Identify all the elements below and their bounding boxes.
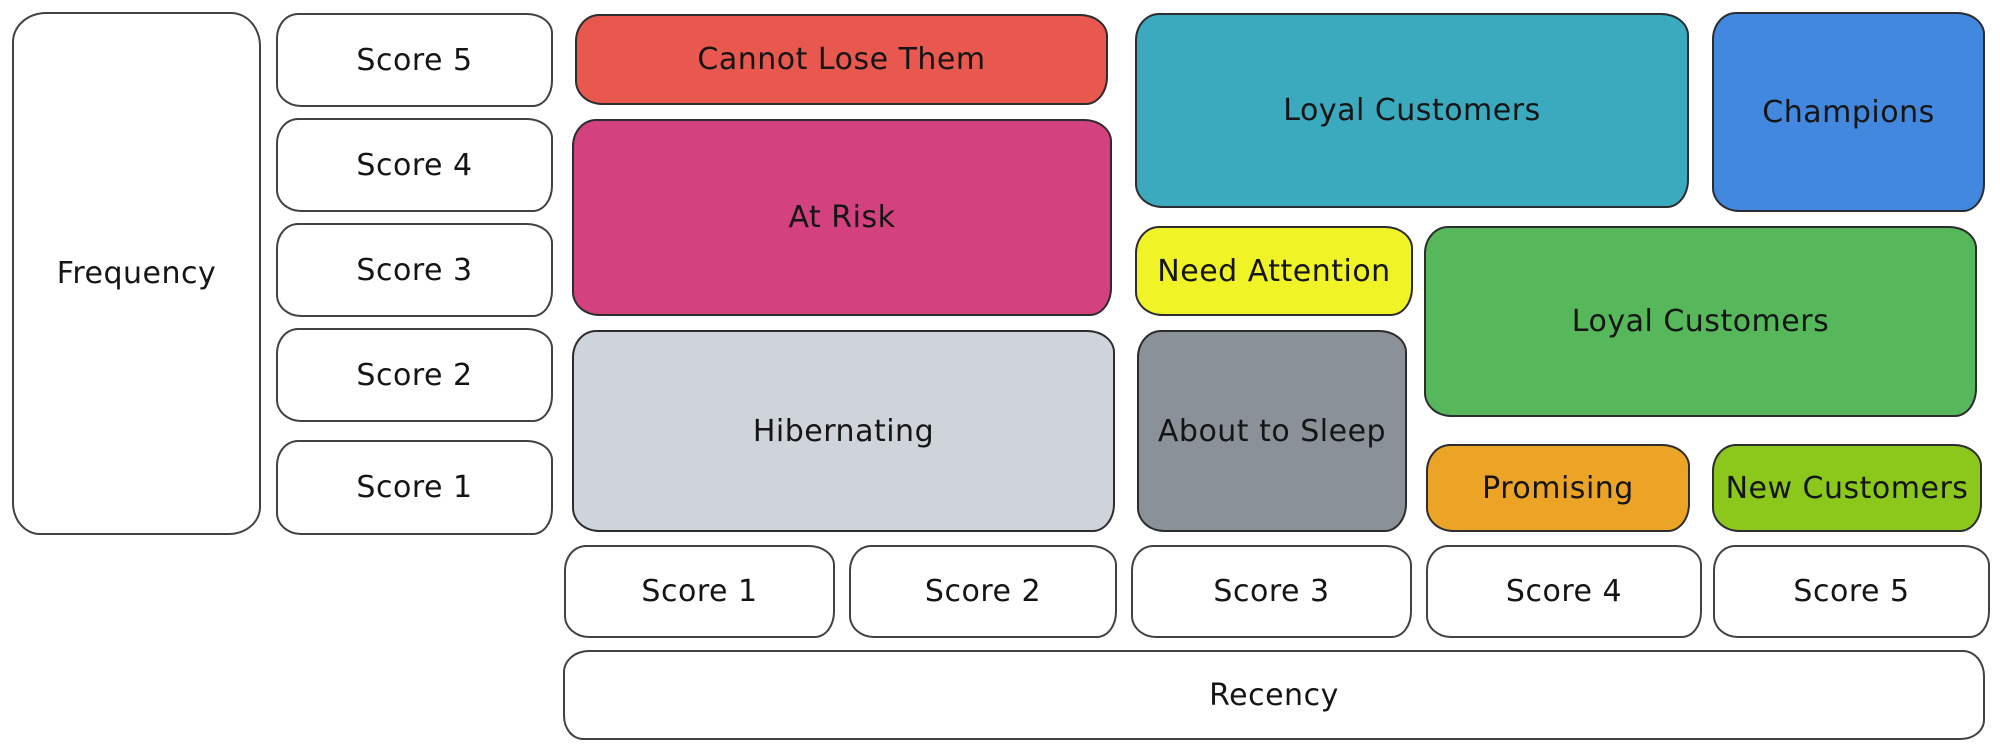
frequency-score-2-box: Score 2 [276, 328, 553, 422]
segment-promising-label: Promising [1482, 470, 1634, 506]
recency-score-5-label: Score 5 [1793, 574, 1910, 609]
segment-promising: Promising [1426, 444, 1690, 532]
recency-score-5-box: Score 5 [1713, 545, 1990, 638]
recency-score-4-label: Score 4 [1505, 574, 1623, 609]
frequency-score-5-box: Score 5 [276, 13, 553, 107]
segment-loyal-customers-right-label: Loyal Customers [1571, 304, 1830, 339]
segment-cannot-lose-them: Cannot Lose Them [575, 14, 1108, 105]
frequency-score-3-label: Score 3 [356, 252, 473, 288]
frequency-axis-box: Frequency [12, 12, 261, 535]
frequency-score-2-label: Score 2 [356, 357, 473, 393]
segment-hibernating-label: Hibernating [752, 413, 935, 449]
recency-score-2-box: Score 2 [849, 545, 1117, 638]
segment-at-risk: At Risk [572, 119, 1112, 316]
recency-score-3-label: Score 3 [1213, 574, 1330, 609]
frequency-score-1-label: Score 1 [356, 470, 473, 505]
frequency-score-1-box: Score 1 [276, 440, 553, 535]
segment-new-customers: New Customers [1712, 444, 1982, 532]
segment-cannot-lose-them-label: Cannot Lose Them [697, 42, 986, 77]
segment-need-attention: Need Attention [1135, 226, 1413, 316]
segment-loyal-customers-top-label: Loyal Customers [1283, 93, 1541, 128]
recency-score-3-box: Score 3 [1131, 545, 1412, 638]
recency-score-1-label: Score 1 [641, 574, 758, 609]
segment-about-to-sleep: About to Sleep [1137, 330, 1407, 532]
recency-score-1-box: Score 1 [564, 545, 835, 638]
segment-need-attention-label: Need Attention [1157, 253, 1391, 289]
segment-hibernating: Hibernating [572, 330, 1115, 532]
recency-axis-box: Recency [563, 650, 1985, 740]
segment-about-to-sleep-label: About to Sleep [1157, 413, 1387, 449]
recency-axis-label: Recency [1209, 677, 1339, 713]
segment-champions: Champions [1712, 12, 1985, 212]
segment-champions-label: Champions [1762, 94, 1935, 130]
segment-at-risk-label: At Risk [788, 200, 896, 235]
frequency-score-4-label: Score 4 [356, 147, 473, 183]
frequency-score-5-label: Score 5 [356, 42, 473, 78]
frequency-score-3-box: Score 3 [276, 223, 553, 317]
recency-score-2-label: Score 2 [924, 574, 1042, 609]
frequency-score-4-box: Score 4 [276, 118, 553, 212]
frequency-axis-label: Frequency [56, 256, 217, 291]
segment-loyal-customers-right: Loyal Customers [1424, 226, 1977, 417]
segment-new-customers-label: New Customers [1725, 470, 1969, 506]
recency-score-4-box: Score 4 [1426, 545, 1702, 638]
segment-loyal-customers-top: Loyal Customers [1135, 13, 1689, 208]
